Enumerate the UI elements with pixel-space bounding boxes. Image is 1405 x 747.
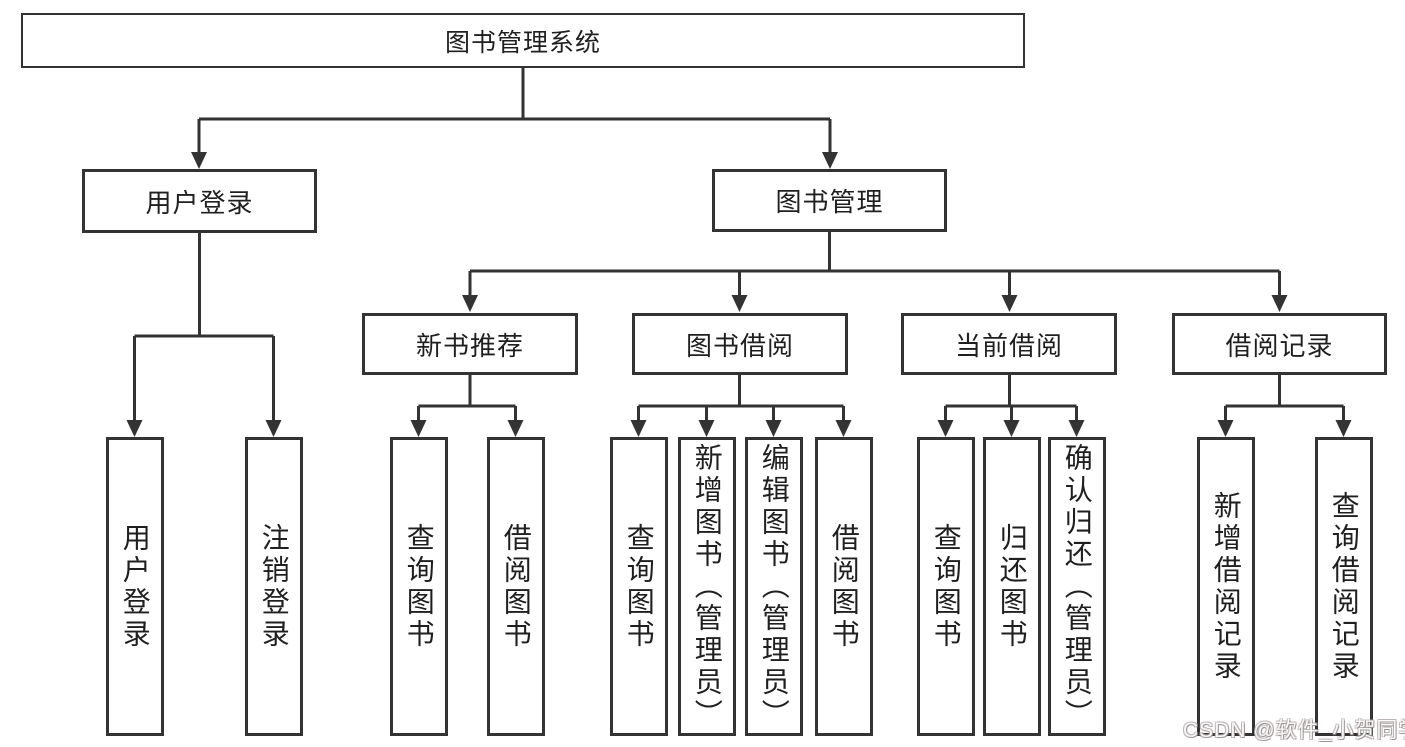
node-new-book-recommendation: 新书推荐 [362, 313, 578, 375]
node-confirm-return-admin: 确认归还（管理员） [1048, 437, 1106, 736]
node-borrowing-borrow-books: 借阅图书 [815, 437, 873, 736]
node-current-borrowing: 当前借阅 [901, 313, 1117, 375]
node-login: 用户登录 [106, 437, 164, 736]
node-login-label: 用户登录 [119, 522, 151, 651]
node-confirm-return-admin-label: 确认归还（管理员） [1061, 442, 1093, 731]
csdn-watermark: CSDN @软件_小贺同学 [1183, 719, 1405, 742]
node-recommend-query-books: 查询图书 [390, 437, 448, 736]
node-borrowing-query-books: 查询图书 [610, 437, 668, 736]
node-add-borrow-record: 新增借阅记录 [1197, 437, 1255, 736]
node-borrowing-query-books-label: 查询图书 [623, 522, 655, 651]
node-recommend-query-books-label: 查询图书 [403, 522, 435, 651]
node-query-borrow-record: 查询借阅记录 [1315, 437, 1373, 736]
node-query-borrow-record-label: 查询借阅记录 [1328, 490, 1360, 683]
node-edit-books-admin: 编辑图书（管理员） [745, 437, 803, 736]
node-library-system: 图书管理系统 [21, 13, 1025, 68]
node-logout-label: 注销登录 [258, 522, 290, 651]
node-current-query-books-label: 查询图书 [930, 522, 962, 651]
node-borrowing-borrow-books-label: 借阅图书 [828, 522, 860, 651]
node-add-books-admin-label: 新增图书（管理员） [691, 442, 723, 731]
node-book-management: 图书管理 [712, 169, 947, 232]
node-logout: 注销登录 [245, 437, 303, 736]
node-user-login: 用户登录 [82, 169, 317, 233]
node-current-query-books: 查询图书 [917, 437, 975, 736]
node-add-books-admin: 新增图书（管理员） [678, 437, 736, 736]
node-edit-books-admin-label: 编辑图书（管理员） [758, 442, 790, 731]
node-borrowing-records: 借阅记录 [1172, 313, 1387, 375]
node-book-borrowing: 图书借阅 [632, 313, 848, 375]
node-return-books: 归还图书 [983, 437, 1041, 736]
node-recommend-borrow-books-label: 借阅图书 [500, 522, 532, 651]
node-add-borrow-record-label: 新增借阅记录 [1210, 490, 1242, 683]
node-return-books-label: 归还图书 [996, 522, 1028, 651]
node-recommend-borrow-books: 借阅图书 [487, 437, 545, 736]
